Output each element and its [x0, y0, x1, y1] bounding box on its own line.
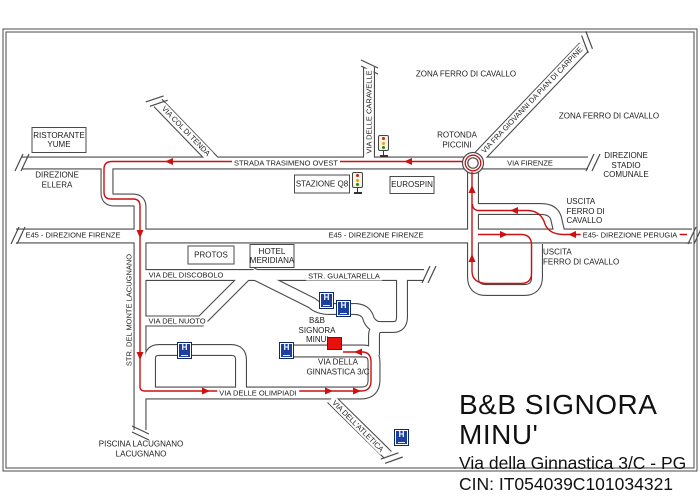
poi-hotel-meridiana: HOTEL MERIDIANA: [249, 244, 295, 268]
area-label-zona-ferro-top: ZONA FERRO DI CAVALLO: [415, 69, 517, 79]
area-label-piscina-lacugnano: PISCINA LACUGNANO LACUGNANO: [98, 439, 184, 459]
hotel-letter: H: [323, 293, 330, 302]
address-line: Via della Ginnastica 3/C - PG: [459, 453, 687, 473]
road-label-via-firenze: VIA FIRENZE: [505, 158, 555, 168]
poi-eurospin: EUROSPIN: [389, 176, 435, 194]
hotel-letter: H: [340, 301, 347, 310]
area-label-via-della-ginnastica: VIA DELLA GINNASTICA 3/C: [306, 357, 370, 377]
road-label-e45-firenze-left: E45 - DIREZIONE FIRENZE: [23, 230, 123, 240]
area-label-rotonda-piccini: ROTONDA PICCINI: [437, 130, 477, 150]
road-label-str-gualtarella: STR. GUALTARELLA: [306, 271, 382, 281]
info-block: B&B SIGNORA MINU' Via della Ginnastica 3…: [459, 390, 700, 495]
page-title: B&B SIGNORA MINU': [459, 389, 656, 450]
poi-protos: PROTOS: [187, 245, 235, 265]
hotel-sign-icon: H: [336, 300, 351, 317]
road-label-via-del-nuoto: VIA DEL NUOTO: [146, 316, 208, 326]
hotel-sign-icon: H: [177, 342, 192, 359]
route-path: [103, 154, 687, 392]
hotel-sign-icon: H: [279, 342, 294, 359]
poi-ristorante-yume: RISTORANTE YUME: [31, 127, 87, 153]
area-label-direzione-ellera: DIREZIONE ELLERA: [35, 170, 79, 190]
destination-marker: [327, 337, 342, 350]
area-label-direzione-stadio-comunale: DIREZIONE STADIO COMUNALE: [603, 150, 649, 179]
hotel-sign-icon: H: [319, 292, 334, 309]
area-label-bb-signora-minu: B&B SIGNORA MINU': [298, 315, 336, 344]
road-label-e45-firenze-center: E45 - DIREZIONE FIRENZE: [326, 230, 426, 240]
cin-line: CIN: IT054039C101034321: [459, 474, 674, 494]
hotel-sign-icon: H: [394, 429, 409, 446]
hotel-letter: H: [181, 343, 188, 352]
road-label-strada-trasimeno-ovest: STRADA TRASIMENO OVEST: [231, 158, 341, 168]
hotel-letter: H: [398, 430, 405, 439]
area-label-uscita-ferro-sud: USCITA FERRO DI CAVALLO: [543, 247, 620, 267]
area-label-uscita-ferro-nord: USCITA FERRO DI CAVALLO: [566, 196, 605, 225]
road-label-e45-perugia: E45- DIREZIONE PERUGIA: [580, 230, 680, 240]
road-label-via-del-discobolo: VIA DEL DISCOBOLO: [146, 270, 226, 280]
hotel-letter: H: [283, 343, 290, 352]
road-label-via-delle-caravelle: VIA DELLE CARAVELLE: [364, 68, 374, 156]
road-label-via-delle-olimpiadi: VIA DELLE OLIMPIADI: [217, 388, 299, 398]
traffic-light-icon: [352, 172, 363, 194]
map-frame: [2, 28, 698, 472]
area-label-zona-ferro-right: ZONA FERRO DI CAVALLO: [558, 111, 660, 121]
road-label-str-del-monte-lacugnano: STR. DEL MONTE LACUGNANO: [124, 253, 134, 367]
poi-stazione-q8: STAZIONE Q8: [294, 174, 350, 194]
traffic-light-icon: [378, 135, 389, 157]
